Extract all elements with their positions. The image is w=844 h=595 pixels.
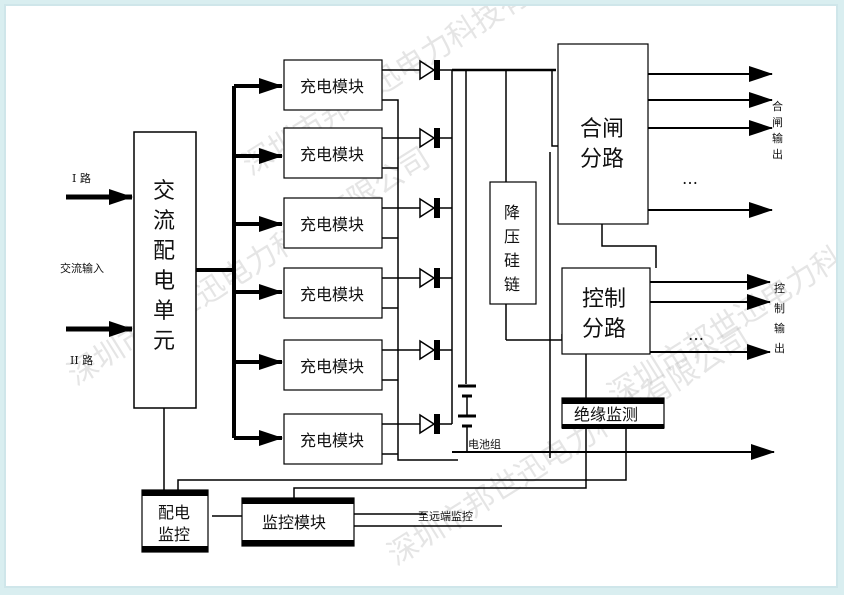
step-down-chain: 降 压 硅 链 — [489, 181, 537, 305]
control-branch: 控制 分路 — [561, 267, 651, 355]
closing-output-char: 出 — [772, 147, 783, 161]
control-output-char: 输 — [774, 321, 785, 335]
dc-bus — [451, 68, 775, 460]
branch-wiring — [549, 70, 657, 458]
dc-power-system-diagram: 深圳市邦世迅电力科技有限公司 深圳市邦世迅电力科技有限公司 深圳市邦世迅电力科技… — [60, 6, 836, 573]
diode-icon — [410, 197, 452, 219]
ac-distribution-unit: 交 流 配 电 单 元 — [133, 131, 197, 409]
monitor-module: 监控模块 — [241, 497, 355, 547]
control-outputs — [650, 274, 771, 360]
battery-icon — [458, 384, 476, 452]
charging-module-label: 充电模块 — [300, 77, 364, 96]
monitor-module-label: 监控模块 — [262, 513, 326, 532]
diode-icon — [410, 267, 452, 289]
diode-icon — [410, 127, 452, 149]
step-down-char: 链 — [504, 275, 520, 294]
closing-branch-label: 合闸 — [580, 117, 624, 142]
closing-ellipsis: … — [682, 169, 698, 188]
ac-line1-label: I 路 — [72, 172, 91, 185]
diode-icon — [410, 339, 452, 361]
insulation-label: 绝缘监测 — [574, 405, 638, 424]
monitor-wiring — [163, 408, 627, 527]
ac-unit-char: 流 — [153, 209, 175, 234]
ac-input: I 路 交流输入 II 路 — [60, 172, 133, 367]
ac-unit-char: 配 — [153, 239, 175, 264]
control-branch-label: 分路 — [582, 317, 626, 342]
ac-unit-char: 单 — [153, 299, 175, 324]
ac-unit-char: 交 — [153, 179, 175, 204]
ac-unit-char: 元 — [153, 329, 175, 354]
control-output-char: 制 — [774, 302, 785, 315]
ac-bus — [196, 78, 283, 446]
closing-output-char: 闸 — [772, 116, 783, 129]
power-monitor-label: 监控 — [158, 525, 190, 544]
charging-module-label: 充电模块 — [300, 215, 364, 234]
control-branch-label: 控制 — [582, 287, 626, 312]
closing-branch-label: 分路 — [580, 147, 624, 172]
diodes — [410, 59, 452, 435]
diagram-canvas: 深圳市邦世迅电力科技有限公司 深圳市邦世迅电力科技有限公司 深圳市邦世迅电力科技… — [4, 4, 838, 588]
battery-label: 电池组 — [468, 437, 501, 451]
module-output-wiring — [382, 69, 458, 461]
ac-line2-label: II 路 — [70, 354, 93, 367]
ac-unit-char: 电 — [153, 269, 175, 294]
ac-input-label: 交流输入 — [60, 261, 104, 275]
charging-module-label: 充电模块 — [300, 285, 364, 304]
step-down-char: 降 — [504, 203, 520, 222]
insulation-monitor: 绝缘监测 — [561, 397, 665, 429]
closing-output-char: 输 — [772, 131, 783, 145]
control-output-char: 出 — [774, 341, 785, 355]
diode-icon — [410, 413, 452, 435]
charging-modules: 充电模块 充电模块 充电模块 充电模块 充电模块 充电模块 — [283, 59, 383, 465]
charging-module-label: 充电模块 — [300, 145, 364, 164]
remote-monitor-label: 至远端监控 — [418, 509, 473, 523]
control-ellipsis: … — [688, 325, 704, 344]
power-monitor-label: 配电 — [158, 503, 190, 522]
charging-module-label: 充电模块 — [300, 357, 364, 376]
diode-icon — [410, 59, 452, 81]
step-down-char: 压 — [504, 227, 520, 246]
closing-output-char: 合 — [772, 99, 783, 113]
control-output-char: 控 — [774, 281, 785, 295]
closing-outputs — [648, 66, 773, 218]
closing-branch: 合闸 分路 — [557, 43, 649, 225]
power-distribution-monitor: 配电 监控 — [141, 489, 209, 553]
step-down-char: 硅 — [504, 251, 520, 270]
charging-module-label: 充电模块 — [300, 431, 364, 450]
